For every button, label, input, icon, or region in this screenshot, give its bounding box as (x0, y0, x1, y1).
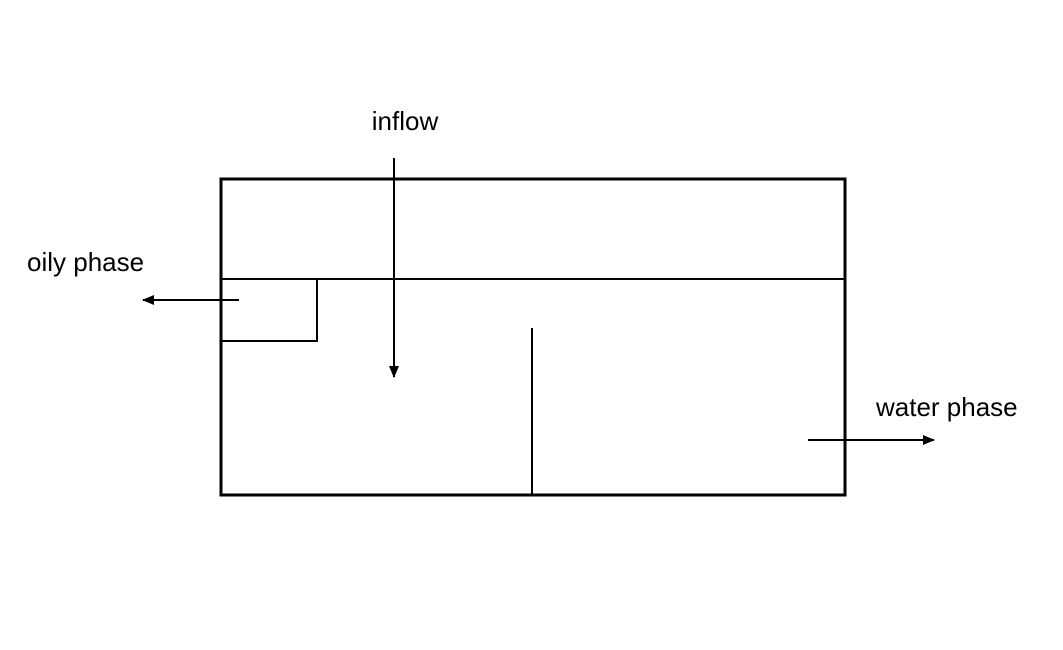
oily-phase-label: oily phase (27, 247, 144, 277)
oil-weir-box (221, 279, 318, 342)
inflow-label: inflow (372, 106, 439, 136)
water-phase-label: water phase (875, 392, 1018, 422)
